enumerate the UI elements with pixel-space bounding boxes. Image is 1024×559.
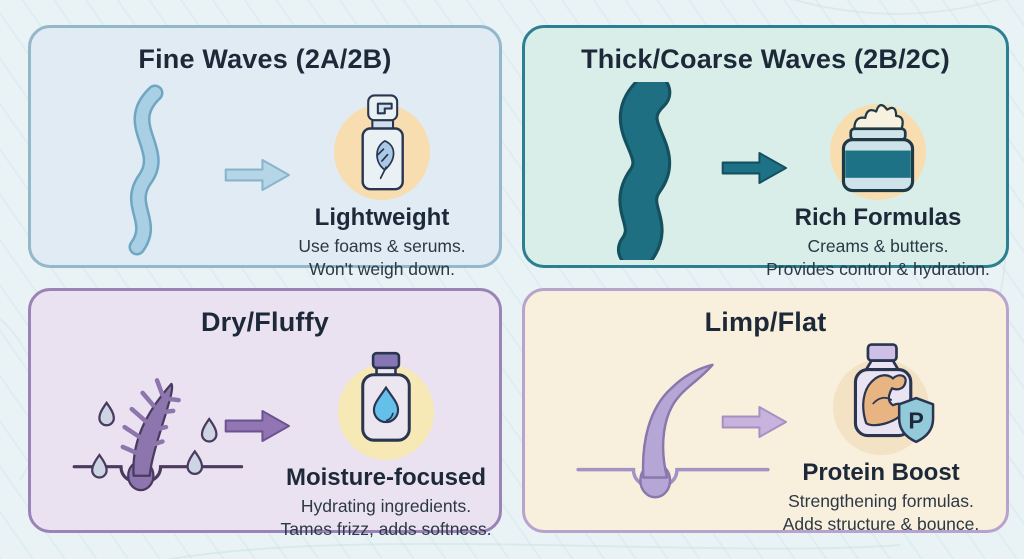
panel-title: Thick/Coarse Waves (2B/2C) xyxy=(581,44,950,74)
panel-thick-coarse-waves: Thick/Coarse Waves (2B/2C) xyxy=(522,25,1009,279)
pump-bottle-feather-icon xyxy=(361,94,404,191)
recommendation-group: P Protein Boost Strengthening formulas. … xyxy=(741,341,1021,536)
panel-title: Fine Waves (2A/2B) xyxy=(138,44,392,74)
fine-wave-strand-icon xyxy=(93,84,193,256)
recommendation-group: Lightweight Use foams & serums. Won't we… xyxy=(282,86,482,281)
moisture-bottle-droplet-icon xyxy=(361,351,411,442)
product-desc: Creams & butters. Provides control & hyd… xyxy=(766,235,990,281)
product-label: Lightweight xyxy=(314,204,450,231)
desc-line-1: Creams & butters. xyxy=(807,236,949,256)
thick-wave-strand-icon xyxy=(585,82,697,260)
product-label: Protein Boost xyxy=(802,459,960,486)
product-icon-wrap: P xyxy=(823,341,939,455)
arrow-right-icon xyxy=(223,154,291,196)
desc-line-1: Use foams & serums. xyxy=(298,236,466,256)
recommendation-group: Rich Formulas Creams & butters. Provides… xyxy=(738,86,1018,281)
arrow-right-icon xyxy=(720,401,788,443)
frizzy-hair-follicle-icon xyxy=(67,351,247,523)
cream-jar-icon xyxy=(841,103,915,193)
product-icon-wrap xyxy=(820,86,936,200)
desc-line-1: Hydrating ingredients. xyxy=(300,496,472,516)
desc-line-2: Adds structure & bounce. xyxy=(782,513,980,534)
product-desc: Use foams & serums. Won't weigh down. xyxy=(298,235,465,281)
limp-hair-follicle-icon xyxy=(573,353,773,521)
desc-line-1: Strengthening formulas. xyxy=(788,491,974,511)
shield-letter: P xyxy=(908,407,923,433)
product-label: Rich Formulas xyxy=(794,204,962,231)
panel-title: Limp/Flat xyxy=(704,307,827,337)
desc-line-2: Tames frizz, adds softness. xyxy=(280,518,492,539)
panel-fine-waves: Fine Waves (2A/2B) xyxy=(28,25,502,279)
product-desc: Hydrating ingredients. Tames frizz, adds… xyxy=(280,495,491,541)
recommendation-group: Moisture-focused Hydrating ingredients. … xyxy=(256,346,516,541)
panel-dry-fluffy: Dry/Fluffy xyxy=(28,288,502,539)
product-label: Moisture-focused xyxy=(285,464,486,491)
arrow-right-icon xyxy=(720,147,788,189)
product-desc: Strengthening formulas. Adds structure &… xyxy=(783,490,980,536)
panel-title: Dry/Fluffy xyxy=(200,307,329,337)
panel-limp-flat: Limp/Flat xyxy=(522,288,1009,534)
product-icon-wrap xyxy=(328,346,444,460)
desc-line-2: Won't weigh down. xyxy=(308,258,455,279)
product-icon-wrap xyxy=(324,86,440,200)
desc-line-2: Provides control & hydration. xyxy=(766,258,990,279)
protein-bottle-shield-icon: P xyxy=(853,343,935,444)
arrow-right-icon xyxy=(223,405,291,447)
